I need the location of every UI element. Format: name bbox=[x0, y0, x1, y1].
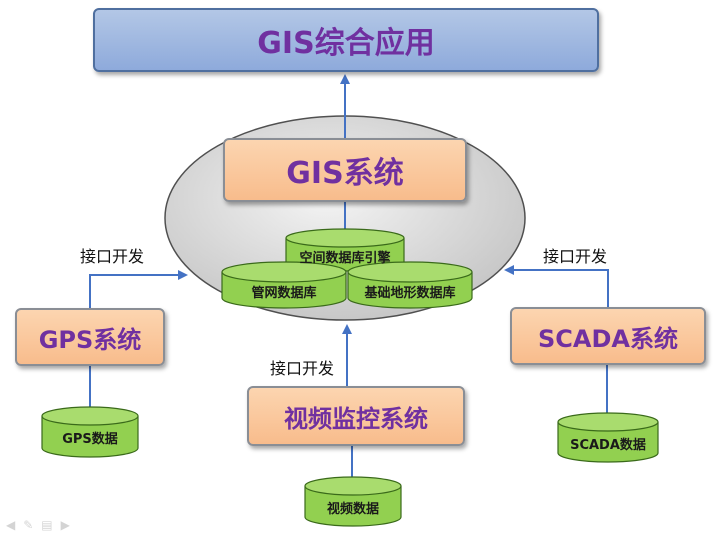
video-interface-label: 接口开发 bbox=[270, 359, 335, 378]
prev-slide-icon[interactable]: ◀ bbox=[6, 518, 16, 532]
gis-system-box: GIS系统 bbox=[223, 138, 467, 202]
base-db-cylinder bbox=[347, 261, 473, 309]
video-data-cylinder bbox=[304, 476, 402, 527]
arrow-scada-to-core bbox=[504, 265, 609, 307]
engine-label: 空间数据库引擎 bbox=[299, 251, 391, 266]
pipe-db-label: 管网数据库 bbox=[251, 286, 317, 301]
scada-system-label: SCADA系统 bbox=[538, 324, 678, 353]
scada-interface-label: 接口开发 bbox=[543, 247, 608, 266]
video-system-label: 视频监控系统 bbox=[284, 404, 428, 433]
gps-system-box: GPS系统 bbox=[15, 308, 165, 366]
gis-system-label: GIS系统 bbox=[286, 156, 404, 191]
scada-data-cylinder bbox=[557, 412, 659, 463]
pipe-db-cylinder bbox=[221, 261, 347, 309]
gps-data-cylinder bbox=[41, 406, 139, 458]
pen-icon[interactable]: ✎ bbox=[23, 518, 34, 532]
gis-integrated-app-box: GIS综合应用 bbox=[93, 8, 599, 72]
video-system-box: 视频监控系统 bbox=[247, 386, 465, 446]
scada-data-label: SCADA数据 bbox=[570, 438, 646, 453]
scada-system-box: SCADA系统 bbox=[510, 307, 706, 365]
gps-interface-label: 接口开发 bbox=[80, 247, 145, 266]
gps-system-label: GPS系统 bbox=[38, 325, 142, 354]
gis-integrated-app-label: GIS综合应用 bbox=[257, 26, 435, 61]
menu-icon[interactable]: ▤ bbox=[41, 518, 53, 532]
arrow-gps-to-core bbox=[89, 270, 188, 308]
slideshow-nav[interactable]: ◀ ✎ ▤ ▶ bbox=[6, 518, 70, 532]
base-db-label: 基础地形数据库 bbox=[364, 286, 456, 301]
gps-data-label: GPS数据 bbox=[62, 432, 118, 447]
video-data-label: 视频数据 bbox=[326, 502, 379, 517]
next-slide-icon[interactable]: ▶ bbox=[60, 518, 70, 532]
